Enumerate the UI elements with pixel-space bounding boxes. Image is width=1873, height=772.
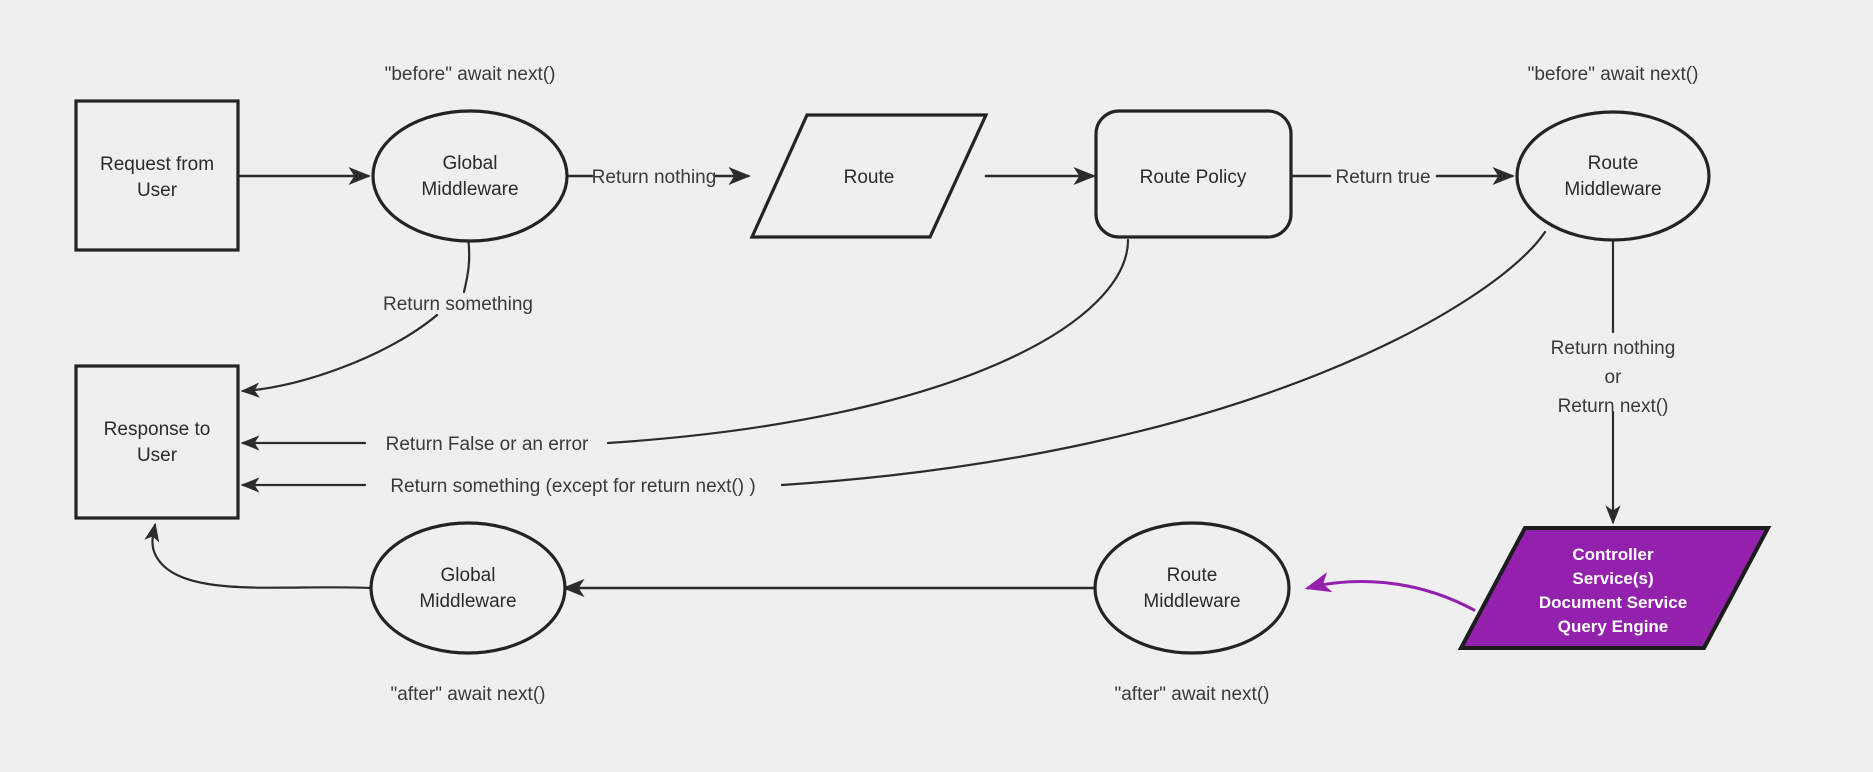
annotation-before-await-next-route: "before" await next() [1528, 64, 1699, 85]
route-label: Route [844, 167, 895, 188]
global-middleware-bottom-label-line2: Middleware [419, 591, 516, 612]
route-middleware-top-label-line1: Route [1588, 153, 1639, 174]
annotation-before-await-next-global: "before" await next() [385, 64, 556, 85]
edge-label-return-something: Return something [383, 294, 533, 315]
edge-controller-to-route-middleware-bottom [1304, 572, 1476, 612]
route-policy-label: Route Policy [1140, 167, 1247, 188]
node-controller-services[interactable]: Controller Service(s) Document Service Q… [1457, 526, 1772, 650]
node-global-middleware-top[interactable]: Global Middleware [371, 109, 569, 243]
node-route-middleware-top[interactable]: Route Middleware [1515, 110, 1711, 242]
edge-return-something-upper [462, 235, 471, 294]
controller-services-label-line1: Controller [1572, 545, 1654, 564]
global-middleware-top-label-line1: Global [443, 153, 498, 174]
request-from-user-label-line2: User [137, 180, 178, 201]
controller-services-label-line3: Document Service [1539, 593, 1687, 612]
annotation-after-await-next-route: "after" await next() [1115, 684, 1270, 705]
node-global-middleware-bottom[interactable]: Global Middleware [369, 521, 567, 655]
route-middleware-bottom-label-line1: Route [1167, 565, 1218, 586]
route-middleware-bottom-ellipse [1093, 521, 1291, 655]
node-route-middleware-bottom[interactable]: Route Middleware [1093, 521, 1291, 655]
node-route[interactable]: Route [749, 113, 989, 239]
response-to-user-box [74, 364, 240, 520]
response-to-user-label-line2: User [137, 445, 178, 466]
node-route-policy[interactable]: Route Policy [1094, 109, 1293, 239]
edge-label-return-nothing-or-next-line1: Return nothing [1551, 338, 1676, 359]
edge-label-return-true: Return true [1335, 167, 1430, 188]
edge-label-return-nothing-or-next-line3: Return next() [1558, 396, 1669, 417]
node-response-to-user[interactable]: Response to User [74, 364, 240, 520]
request-from-user-box [74, 99, 240, 252]
node-request-from-user[interactable]: Request from User [74, 99, 240, 252]
route-parallelogram [749, 113, 989, 239]
edge-label-return-nothing-or-next-line2: or [1605, 367, 1623, 388]
route-policy-box [1094, 109, 1293, 239]
response-to-user-label-line1: Response to [104, 419, 211, 440]
edge-global-mw-bottom-to-response [144, 522, 372, 590]
route-middleware-top-ellipse [1515, 110, 1711, 242]
edge-label-return-something-except: Return something (except for return next… [390, 476, 755, 497]
edge-route-policy-fail-curve [606, 238, 1130, 445]
global-middleware-top-label-line2: Middleware [421, 179, 518, 200]
route-middleware-top-label-line2: Middleware [1564, 179, 1661, 200]
route-middleware-bottom-label-line2: Middleware [1143, 591, 1240, 612]
global-middleware-top-ellipse [371, 109, 569, 243]
edge-route-mw-return-curve [780, 230, 1547, 487]
edge-return-something-to-response [240, 313, 439, 398]
annotation-after-await-next-global: "after" await next() [391, 684, 546, 705]
global-middleware-bottom-ellipse [369, 521, 567, 655]
edge-label-return-false-or-error: Return False or an error [386, 434, 589, 455]
controller-services-parallelogram [1457, 526, 1772, 650]
controller-services-label-line2: Service(s) [1572, 569, 1653, 588]
controller-services-label-line4: Query Engine [1558, 617, 1669, 636]
edge-label-return-nothing: Return nothing [592, 167, 717, 188]
global-middleware-bottom-label-line1: Global [441, 565, 496, 586]
request-from-user-label-line1: Request from [100, 154, 214, 175]
